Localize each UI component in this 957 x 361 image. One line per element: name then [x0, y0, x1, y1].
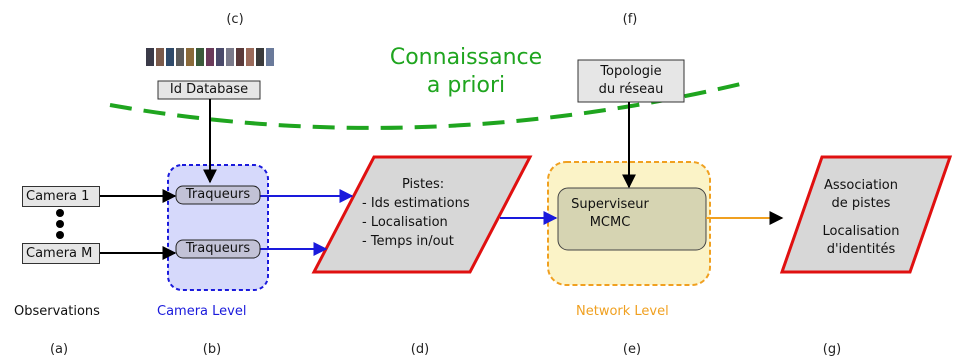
tracker-label-1: Traqueurs	[185, 187, 251, 202]
association-line-1: Association	[823, 178, 899, 193]
pistes-item: - Temps in/out	[362, 234, 454, 249]
association-line-2: de pistes	[831, 196, 891, 211]
association-line-3: Localisation	[822, 224, 900, 239]
association-line-4: d'identités	[826, 242, 896, 257]
association-text: Association de pistes Localisation d'ide…	[806, 177, 916, 259]
id-database-thumbnails	[146, 48, 274, 66]
camera-ellipsis-dot	[56, 220, 64, 228]
id-database-label: Id Database	[169, 82, 249, 97]
camera-level-region	[167, 164, 269, 291]
pistes-parallelogram	[311, 155, 533, 274]
superviseur-line-1: Superviseur	[571, 197, 649, 212]
camera-1-box: Camera 1	[22, 186, 100, 207]
camera-m-box: Camera M	[22, 243, 100, 264]
tracker-label-2: Traqueurs	[185, 241, 251, 256]
label-d: (d)	[410, 342, 430, 357]
label-a: (a)	[49, 342, 69, 357]
superviseur-text: Superviseur MCMC	[560, 196, 660, 232]
camera-ellipsis-dot	[56, 231, 64, 239]
superviseur-line-2: MCMC	[589, 215, 631, 230]
camera-ellipsis-dot	[56, 209, 64, 217]
prior-knowledge-title: Connaissance a priori	[376, 44, 556, 100]
observations-label: Observations	[14, 304, 100, 319]
label-c: (c)	[226, 12, 244, 27]
topologie-line-1: Topologie	[600, 64, 662, 79]
pistes-item: - Localisation	[362, 215, 448, 230]
pistes-item: - Ids estimations	[362, 196, 470, 211]
topologie-line-2: du réseau	[598, 82, 664, 97]
prior-line-1: Connaissance	[389, 45, 543, 70]
topologie-box	[577, 59, 685, 103]
label-f: (f)	[622, 12, 638, 27]
topologie-label: Topologie du réseau	[578, 63, 684, 99]
camera-level-label: Camera Level	[157, 304, 247, 319]
pistes-text: Pistes: - Ids estimations - Localisation…	[362, 175, 470, 251]
network-level-label: Network Level	[576, 304, 669, 319]
label-b: (b)	[202, 342, 222, 357]
label-e: (e)	[622, 342, 642, 357]
label-g: (g)	[822, 342, 842, 357]
tracker-box-1	[175, 185, 261, 205]
association-parallelogram	[779, 155, 953, 274]
tracker-box-2	[175, 239, 261, 259]
pistes-title: Pistes:	[402, 177, 445, 192]
prior-line-2: a priori	[426, 73, 506, 98]
